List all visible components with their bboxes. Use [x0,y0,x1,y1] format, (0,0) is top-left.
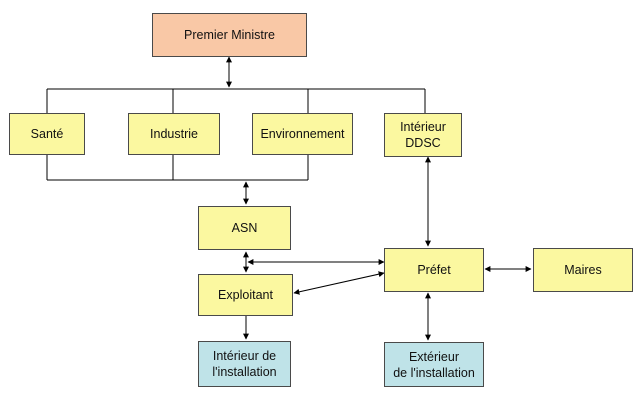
node-premier-ministre: Premier Ministre [152,13,307,57]
node-sante: Santé [9,113,85,155]
node-interieur-ddsc: Intérieur DDSC [384,113,462,157]
node-prefet: Préfet [384,248,484,292]
node-maires: Maires [533,248,633,292]
node-interieur-installation: Intérieur de l'installation [198,341,291,387]
node-exterieur-installation: Extérieur de l'installation [384,342,484,387]
node-industrie: Industrie [128,113,220,155]
node-exploitant: Exploitant [198,274,293,316]
connector-exploitant-prefet [293,271,385,295]
node-asn: ASN [198,206,291,250]
node-environnement: Environnement [252,113,353,155]
